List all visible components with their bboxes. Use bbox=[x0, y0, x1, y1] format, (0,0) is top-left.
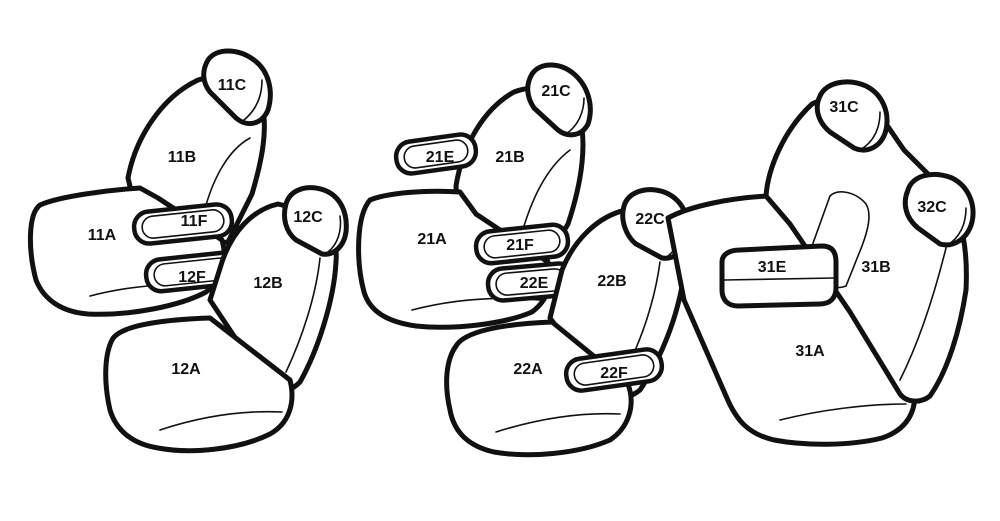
label-11A: 11A bbox=[88, 227, 117, 244]
label-12F: 12F bbox=[178, 269, 206, 286]
label-21F: 21F bbox=[506, 237, 534, 254]
label-22E: 22E bbox=[520, 275, 549, 292]
seat-12 bbox=[103, 185, 349, 454]
part-22A-cushion bbox=[444, 319, 634, 458]
part-31C-headrest bbox=[814, 79, 890, 153]
label-11F: 11F bbox=[181, 213, 208, 230]
label-12C: 12C bbox=[293, 209, 323, 226]
part-31E-armrest bbox=[719, 243, 839, 309]
label-11B: 11B bbox=[168, 149, 196, 166]
seat-22 bbox=[444, 187, 691, 458]
part-11F-armrest bbox=[131, 202, 235, 246]
part-21C-headrest bbox=[525, 62, 593, 138]
label-21C: 21C bbox=[541, 83, 571, 100]
label-22B: 22B bbox=[597, 273, 626, 290]
label-21E: 21E bbox=[426, 149, 455, 166]
label-11C: 11C bbox=[218, 77, 247, 94]
part-12A-cushion bbox=[103, 315, 295, 454]
part-22F-armrest bbox=[563, 347, 665, 393]
label-31E: 31E bbox=[758, 259, 787, 276]
label-22F: 22F bbox=[600, 365, 628, 382]
part-12C-headrest bbox=[281, 185, 349, 257]
part-21F-armrest bbox=[473, 222, 571, 266]
label-21B: 21B bbox=[495, 149, 524, 166]
label-32C: 32C bbox=[917, 199, 947, 216]
part-11C-headrest bbox=[201, 48, 273, 127]
label-31A: 31A bbox=[795, 343, 825, 360]
label-22C: 22C bbox=[635, 211, 665, 228]
part-21E-armrest bbox=[393, 132, 479, 176]
label-31C: 31C bbox=[829, 99, 859, 116]
label-12A: 12A bbox=[171, 361, 201, 378]
label-22A: 22A bbox=[513, 361, 543, 378]
label-21A: 21A bbox=[417, 231, 447, 248]
part-32C-headrest bbox=[902, 172, 976, 248]
label-12B: 12B bbox=[253, 275, 282, 292]
label-31B: 31B bbox=[861, 259, 890, 276]
